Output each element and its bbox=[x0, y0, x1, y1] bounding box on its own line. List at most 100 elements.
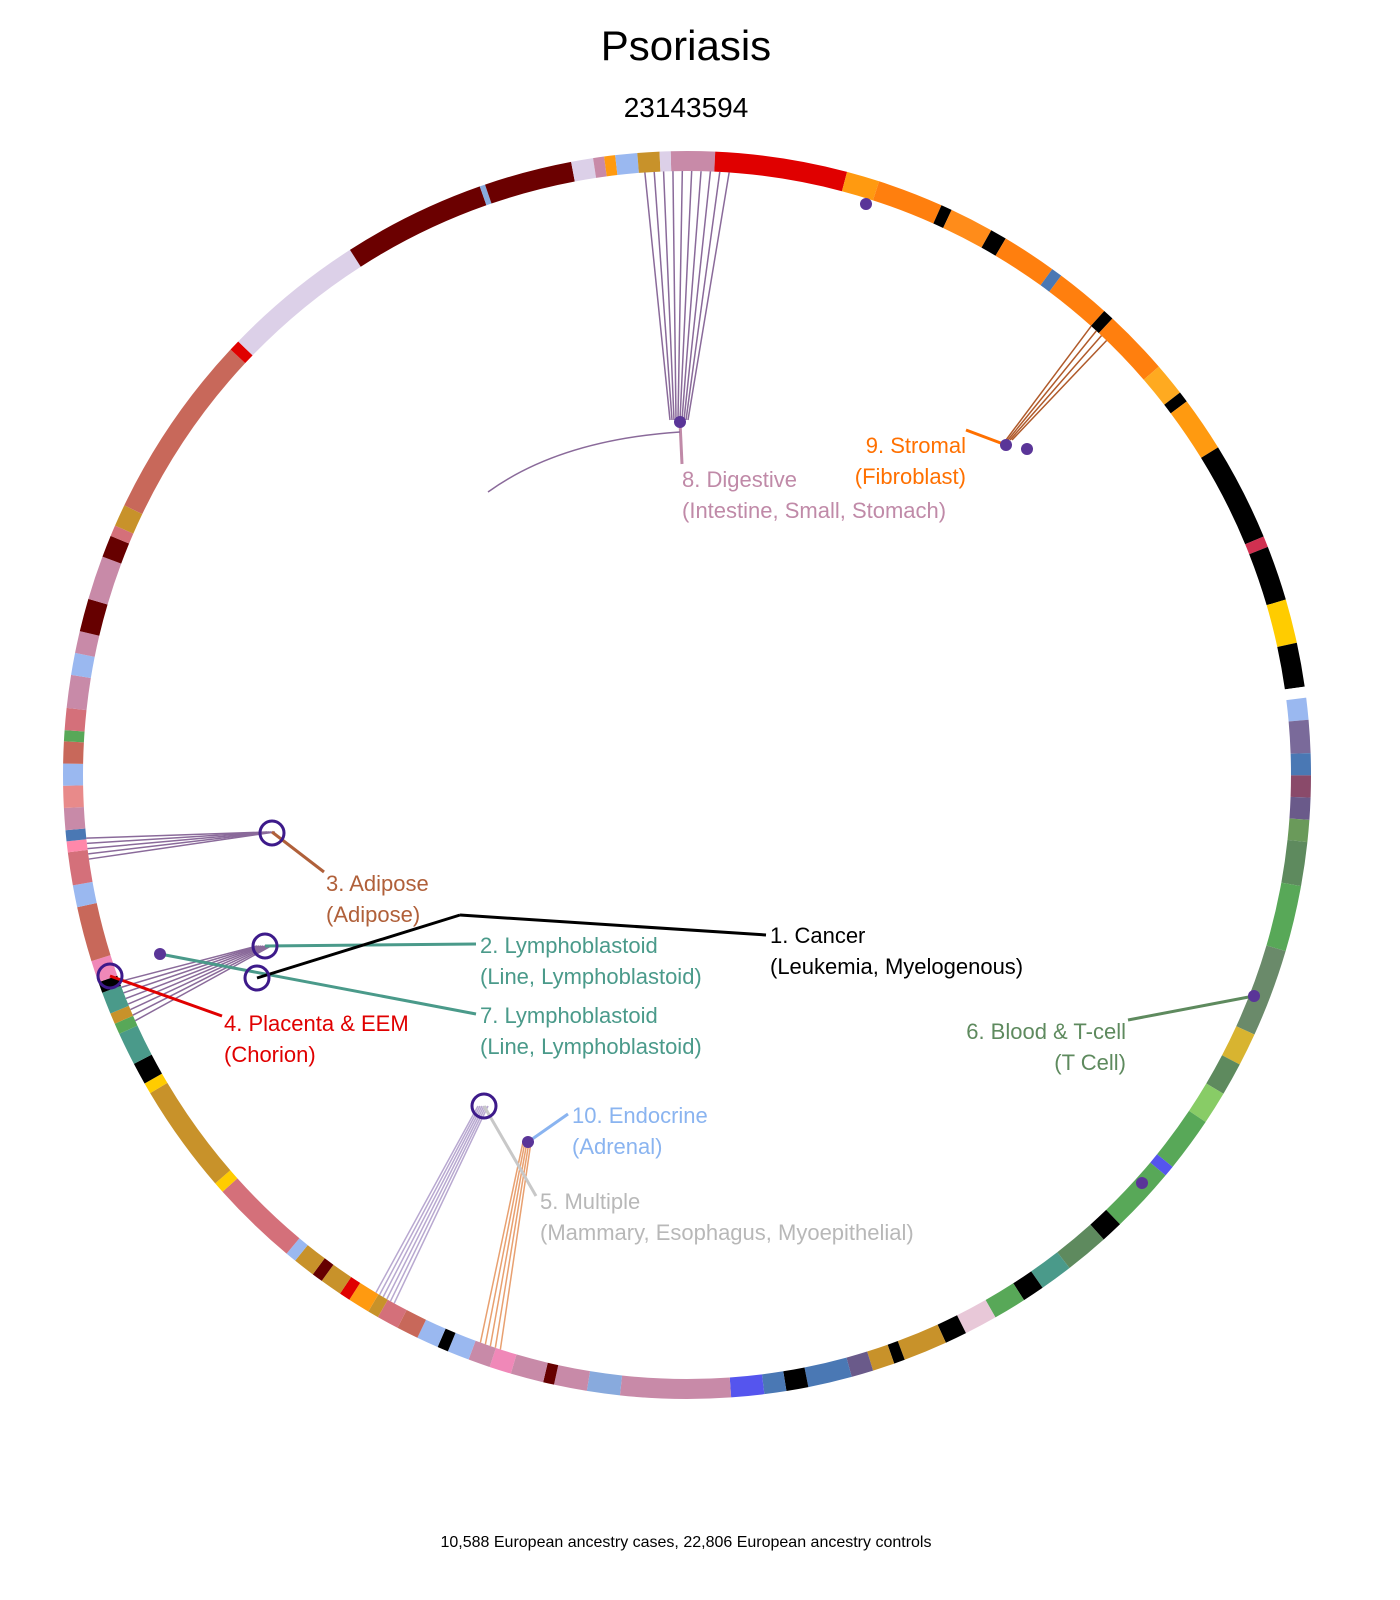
ring-segment bbox=[1290, 775, 1311, 798]
cluster-label-9: 9. Stromal(Fibroblast) bbox=[854, 433, 966, 489]
ring-segment bbox=[437, 1328, 456, 1352]
tree-branch-2 bbox=[119, 945, 258, 983]
ring-segment bbox=[1150, 1154, 1173, 1176]
tree-branch-5 bbox=[386, 1105, 485, 1300]
tree-branch-8 bbox=[687, 172, 730, 421]
ring-segment bbox=[1040, 269, 1062, 292]
tree-root-8 bbox=[487, 431, 681, 493]
ring-segment bbox=[215, 1170, 238, 1192]
leader-line-1-b bbox=[459, 913, 767, 937]
leader-line-9 bbox=[965, 428, 1007, 447]
tree-branch-2 bbox=[121, 945, 260, 988]
ring-segment bbox=[1284, 686, 1307, 701]
ring-segment bbox=[286, 1238, 308, 1261]
tree-branch-9 bbox=[1005, 325, 1092, 441]
ring-segment bbox=[1057, 1224, 1104, 1269]
tree-branch-5 bbox=[389, 1105, 487, 1302]
ring-segment bbox=[846, 1351, 874, 1377]
ring-segment bbox=[72, 881, 97, 908]
cluster-label-4: 4. Placenta & EEM(Chorion) bbox=[224, 1011, 409, 1067]
ring-segment bbox=[447, 1332, 476, 1360]
tree-branch-10 bbox=[484, 1141, 526, 1345]
leader-line-3 bbox=[271, 830, 325, 874]
ring-segment bbox=[1013, 1271, 1043, 1301]
leader-line-2 bbox=[264, 942, 477, 948]
cluster-label-7: 7. Lymphoblastoid(Line, Lymphoblastoid) bbox=[480, 1003, 702, 1059]
tree-branch-8 bbox=[683, 171, 712, 421]
ring-segment bbox=[63, 806, 86, 831]
snp-marker bbox=[1136, 1177, 1148, 1189]
ring-segment bbox=[943, 209, 992, 248]
ring-segment bbox=[1287, 818, 1310, 843]
cluster-label-10: 10. Endocrine(Adrenal) bbox=[572, 1103, 708, 1159]
ring-segment bbox=[1289, 796, 1311, 820]
ring-segment bbox=[98, 975, 121, 993]
ring-segment bbox=[981, 230, 1006, 256]
leader-line-6 bbox=[1127, 994, 1255, 1022]
ring-segment bbox=[619, 1375, 732, 1399]
ring-segment bbox=[110, 525, 134, 544]
ring-segment bbox=[64, 707, 87, 732]
ring-segment bbox=[468, 1340, 496, 1367]
ring-segment bbox=[75, 631, 100, 657]
ring-segment bbox=[659, 151, 672, 172]
ring-segment bbox=[377, 1299, 407, 1328]
ring-segment bbox=[88, 556, 122, 605]
ring-segment bbox=[1266, 882, 1302, 952]
cluster-node-7 bbox=[154, 948, 166, 960]
ring-segment bbox=[417, 1319, 446, 1347]
ring-segment bbox=[637, 151, 661, 173]
snp-marker bbox=[860, 198, 872, 210]
ring-segment bbox=[150, 1082, 231, 1184]
tree-branch-10 bbox=[489, 1141, 528, 1347]
ring-segment bbox=[1164, 392, 1187, 414]
ring-segment bbox=[1288, 719, 1311, 754]
ring-segment bbox=[102, 985, 129, 1014]
ring-segment bbox=[222, 1178, 300, 1254]
tree-branch-2 bbox=[130, 945, 268, 1011]
ring-segment bbox=[144, 1073, 168, 1094]
ring-segment bbox=[368, 1294, 388, 1318]
cluster-node-2 bbox=[251, 932, 279, 960]
ring-segment bbox=[115, 505, 143, 534]
ring-segment bbox=[872, 181, 942, 224]
cluster-node-5 bbox=[470, 1092, 498, 1120]
ring-segment bbox=[67, 849, 93, 886]
ring-segment bbox=[397, 1310, 426, 1338]
ring-segment bbox=[340, 1277, 361, 1300]
chart-subtitle: 23143594 bbox=[623, 92, 749, 123]
ring-segment bbox=[66, 674, 91, 711]
ring-segment bbox=[63, 730, 85, 743]
leader-line-7 bbox=[159, 952, 477, 1016]
ring-segment bbox=[349, 186, 487, 267]
ring-segment bbox=[933, 205, 952, 228]
tree-branch-2 bbox=[123, 945, 262, 994]
tree-branch-2 bbox=[127, 945, 266, 1005]
ring-segment bbox=[761, 1371, 787, 1395]
ring-segment bbox=[714, 151, 848, 192]
tree-branch-5 bbox=[375, 1105, 479, 1294]
ring-segment bbox=[995, 238, 1053, 286]
ring-segment bbox=[1189, 1083, 1224, 1122]
ring-segment bbox=[1106, 1162, 1166, 1225]
ring-segment bbox=[957, 1300, 996, 1334]
ring-segment bbox=[804, 1357, 852, 1388]
tree-branch-8 bbox=[677, 171, 684, 421]
cluster-node-9 bbox=[1000, 439, 1012, 451]
tree-branch-2 bbox=[132, 945, 270, 1016]
ring-segment bbox=[604, 155, 618, 177]
cluster-label-5: 5. Multiple(Mammary, Esophagus, Myoepith… bbox=[540, 1189, 914, 1245]
tree-branch-5 bbox=[382, 1105, 483, 1298]
ring-segment bbox=[349, 1282, 379, 1312]
ring-segment bbox=[1143, 366, 1181, 405]
tree-branch-8 bbox=[653, 171, 673, 421]
tree-branch-8 bbox=[679, 170, 693, 421]
ring-segment bbox=[238, 249, 361, 356]
ring-segment bbox=[867, 1344, 895, 1371]
ring-segment bbox=[77, 903, 111, 962]
ring-segment bbox=[1249, 546, 1286, 606]
cluster-label-8: 8. Digestive(Intestine, Small, Stomach) bbox=[682, 467, 947, 523]
ring-segment bbox=[321, 1264, 352, 1294]
ring-segment bbox=[1170, 401, 1219, 458]
tree-branch-3 bbox=[88, 831, 276, 860]
